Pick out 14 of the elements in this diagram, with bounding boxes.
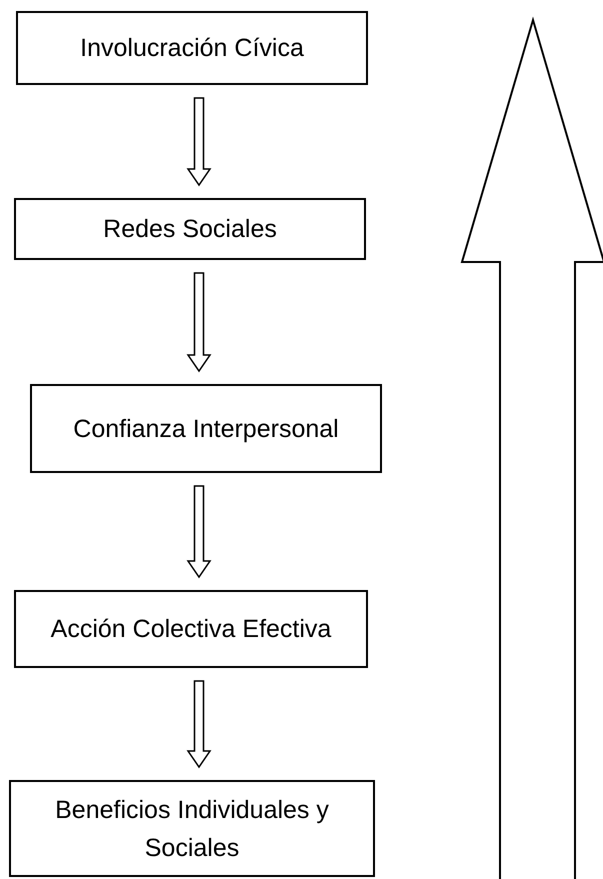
process-box: [30, 384, 382, 473]
block-arrow: [186, 97, 212, 186]
process-box: [14, 198, 366, 260]
box-label: Redes Sociales: [103, 214, 277, 245]
box-label: Beneficios Individuales y Sociales: [54, 794, 330, 864]
process-box: [9, 780, 375, 877]
box-label: Involucración Cívica: [80, 33, 304, 64]
block-arrow: [186, 272, 212, 372]
block-arrow: [186, 485, 212, 578]
process-box: [14, 590, 368, 668]
block-arrow: [186, 680, 212, 768]
process-box: [16, 11, 368, 85]
box-label: Confianza Interpersonal: [73, 414, 339, 444]
box-label: Acción Colectiva Efectiva: [50, 614, 332, 645]
